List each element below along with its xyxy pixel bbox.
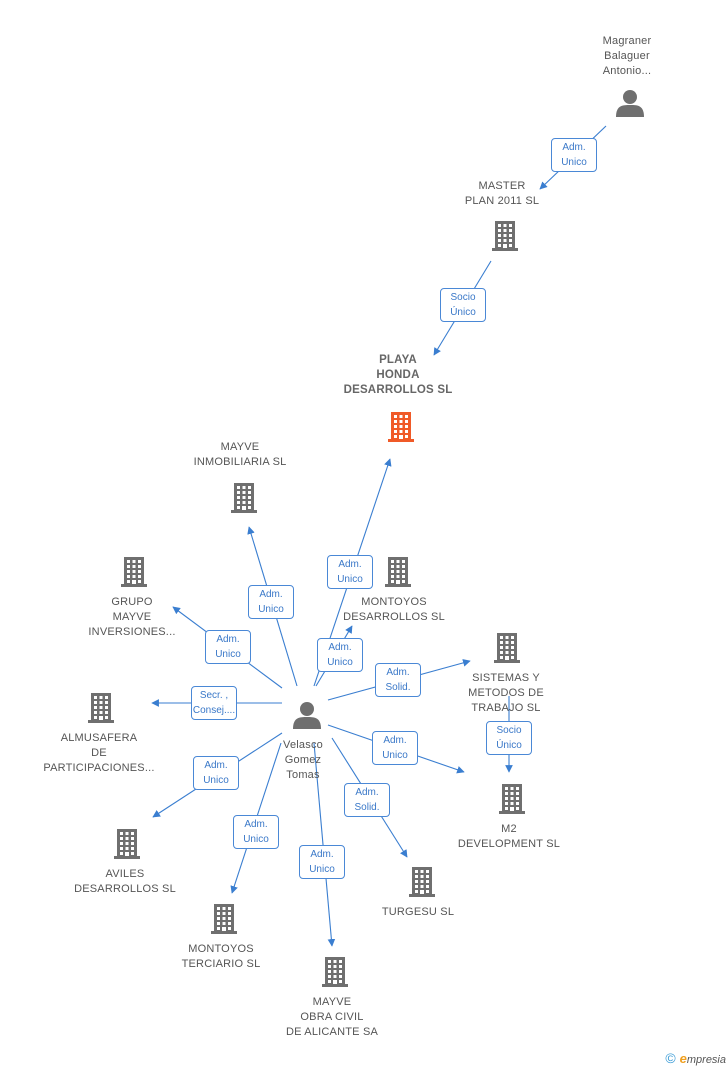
node-label-turgesu[interactable]: TURGESU SL	[381, 906, 455, 918]
icons-layer	[88, 90, 644, 987]
building-icon-montdes[interactable]	[385, 557, 411, 587]
relation-badge-r8[interactable]: Secr. , Consej....	[191, 686, 237, 720]
relation-badge-r4[interactable]: Adm. Unico	[248, 585, 294, 619]
building-icon-obra[interactable]	[322, 957, 348, 987]
relation-badge-r11[interactable]: Adm. Solid.	[344, 783, 390, 817]
brand-text: mpresia	[686, 1054, 726, 1066]
relation-badge-r1[interactable]: Adm. Unico	[551, 138, 597, 172]
relation-badge-r3[interactable]: Adm. Unico	[327, 555, 373, 589]
relation-badge-r14[interactable]: Socio Único	[486, 721, 532, 755]
node-label-aviles[interactable]: AVILES DESARROLLOS SL	[74, 868, 176, 895]
node-label-obra[interactable]: MAYVE OBRA CIVIL DE ALICANTE SA	[285, 996, 379, 1038]
building-icon-m2[interactable]	[499, 784, 525, 814]
relation-badge-r12[interactable]: Adm. Unico	[233, 815, 279, 849]
relation-badge-r6[interactable]: Adm. Unico	[317, 638, 363, 672]
node-label-master[interactable]: MASTER PLAN 2011 SL	[464, 180, 540, 207]
node-label-velasco[interactable]: Velasco Gomez Tomas	[283, 739, 323, 781]
relation-badge-r9[interactable]: Adm. Unico	[193, 756, 239, 790]
relation-badge-r2[interactable]: Socio Único	[440, 288, 486, 322]
node-label-montter[interactable]: MONTOYOS TERCIARIO SL	[181, 943, 261, 970]
relation-badge-r7[interactable]: Adm. Solid.	[375, 663, 421, 697]
building-icon-inmob[interactable]	[231, 483, 257, 513]
brand-e: e	[679, 1051, 687, 1066]
building-icon-master[interactable]	[492, 221, 518, 251]
copyright-symbol: ©	[665, 1050, 676, 1066]
node-label-magraner[interactable]: Magraner Balaguer Antonio...	[602, 35, 652, 77]
empresia-logo[interactable]: ©empresia	[665, 1050, 726, 1066]
node-label-sistemas[interactable]: SISTEMAS Y METODOS DE TRABAJO SL	[468, 672, 544, 714]
node-label-playa[interactable]: PLAYA HONDA DESARROLLOS SL	[343, 354, 453, 396]
building-icon-playa[interactable]	[388, 412, 414, 442]
node-label-almus[interactable]: ALMUSAFERA DE PARTICIPACIONES...	[43, 732, 155, 774]
building-icon-montter[interactable]	[211, 904, 237, 934]
node-label-m2[interactable]: M2 DEVELOPMENT SL	[457, 823, 561, 850]
person-icon-magraner[interactable]	[616, 90, 644, 117]
node-label-montdes[interactable]: MONTOYOS DESARROLLOS SL	[343, 596, 445, 623]
building-icon-sistemas[interactable]	[494, 633, 520, 663]
building-icon-grupo[interactable]	[121, 557, 147, 587]
person-icon-velasco[interactable]	[293, 702, 321, 729]
node-label-grupo[interactable]: GRUPO MAYVE INVERSIONES...	[88, 596, 176, 638]
node-label-inmob[interactable]: MAYVE INMOBILIARIA SL	[193, 441, 287, 468]
building-icon-aviles[interactable]	[114, 829, 140, 859]
edge-r13	[313, 742, 336, 947]
relation-badge-r5[interactable]: Adm. Unico	[205, 630, 251, 664]
building-icon-turgesu[interactable]	[409, 867, 435, 897]
relation-badge-r10[interactable]: Adm. Unico	[372, 731, 418, 765]
building-icon-almus[interactable]	[88, 693, 114, 723]
relation-badge-r13[interactable]: Adm. Unico	[299, 845, 345, 879]
